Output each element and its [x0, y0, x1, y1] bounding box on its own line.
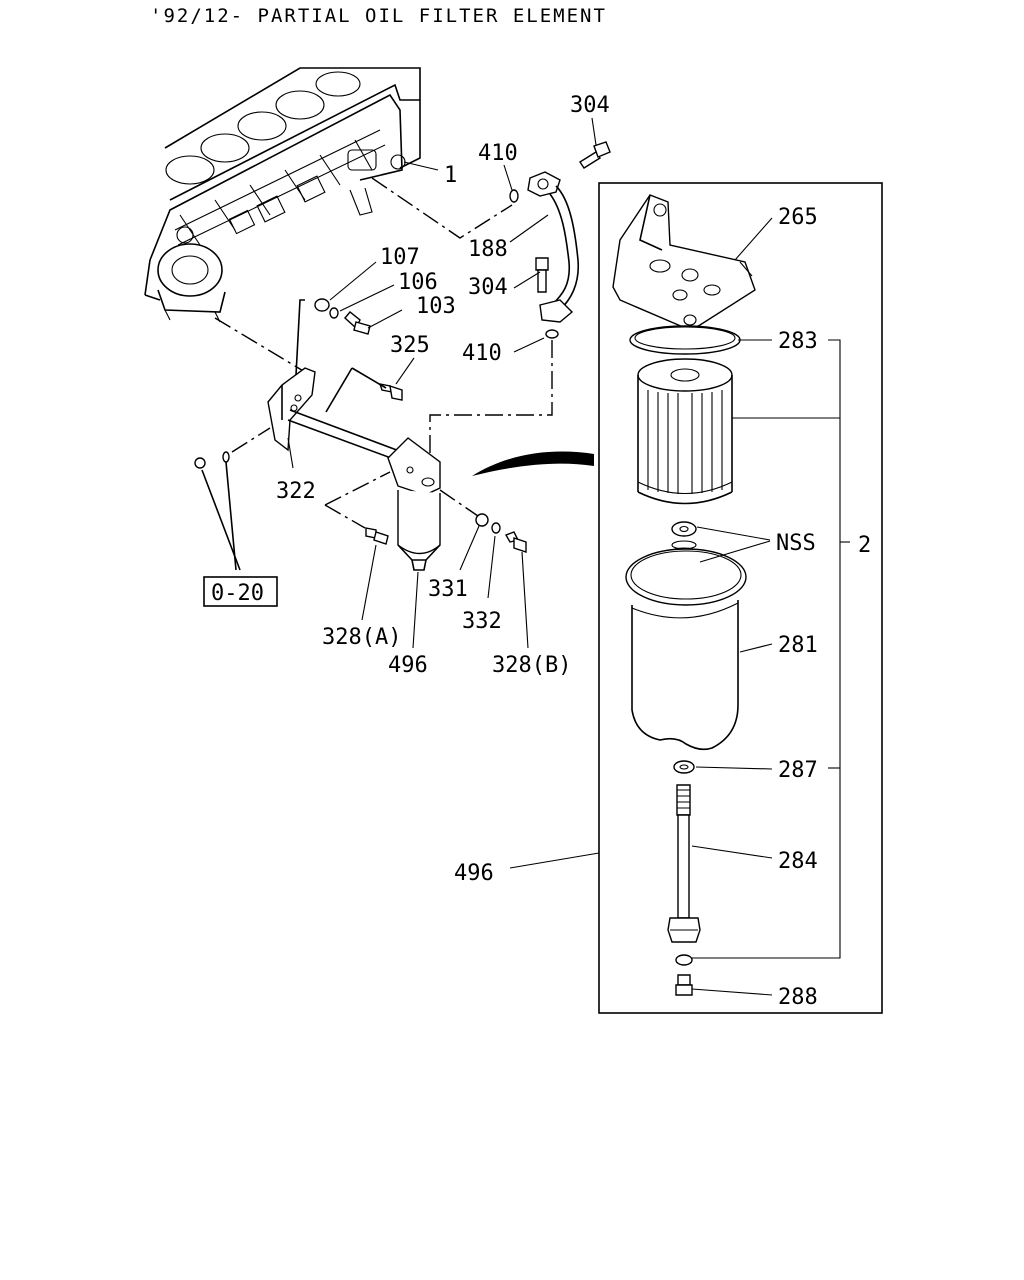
- bolt-328a: [365, 527, 389, 545]
- bolt-325: [378, 383, 403, 401]
- callout-188: 188: [468, 237, 508, 262]
- callout-410-top: 410: [478, 141, 518, 166]
- engine-link-line: [214, 317, 306, 373]
- washer-left: [222, 451, 230, 463]
- callout-103: 103: [416, 294, 456, 319]
- callout-281: 281: [778, 633, 818, 658]
- washer-106: [329, 307, 339, 319]
- callout-288: 288: [778, 985, 818, 1010]
- bolt-304-mid: [535, 257, 549, 293]
- callout-496-box: 496: [454, 861, 494, 886]
- washer-332: [491, 522, 501, 534]
- callout-nss: NSS: [776, 531, 816, 556]
- callout-328a: 328(A): [322, 625, 401, 650]
- bolt-103: [344, 311, 371, 335]
- callout-1: 1: [444, 163, 457, 188]
- leader-lines: [287, 117, 850, 996]
- detail-box: [598, 182, 883, 1014]
- washer-288: [675, 954, 693, 966]
- center-bolt-284: [667, 784, 701, 943]
- callout-2: 2: [858, 533, 871, 558]
- bolt-304-top: [579, 141, 611, 169]
- engine-link-line-2: [371, 177, 513, 239]
- o-ring-410-mid: [545, 329, 559, 339]
- washer-107: [314, 298, 330, 312]
- nut-left: [194, 457, 206, 469]
- callout-496-left: 496: [388, 653, 428, 678]
- diagram-title: '92/12- PARTIAL OIL FILTER ELEMENT: [150, 5, 607, 27]
- callout-265: 265: [778, 205, 818, 230]
- callout-304-top: 304: [570, 93, 610, 118]
- bracket-dim-line: [325, 367, 353, 413]
- callout-287: 287: [778, 758, 818, 783]
- assembly-link-line: [324, 471, 391, 506]
- callout-labels: 304 410 1 188 304 107 106 103 325 410 32…: [276, 93, 871, 1010]
- washer-331: [475, 513, 489, 527]
- gasket-287: [673, 760, 695, 774]
- callout-410-mid: 410: [462, 341, 502, 366]
- filter-element: [637, 358, 733, 505]
- callout-322: 322: [276, 479, 316, 504]
- bolt-328b: [504, 531, 527, 553]
- callout-332: 332: [462, 609, 502, 634]
- ref-leader-b: [225, 461, 237, 571]
- filter-head-265: [612, 194, 756, 331]
- enlarge-arrow: [472, 451, 594, 476]
- nss-washer: [671, 521, 697, 537]
- callout-107: 107: [380, 245, 420, 270]
- reference-box-label: 0-20: [211, 581, 264, 606]
- filter-assembly-small: [387, 437, 441, 571]
- bracket-drawing: [267, 299, 411, 466]
- callout-284: 284: [778, 849, 818, 874]
- reference-box[interactable]: 0-20: [203, 576, 278, 607]
- callout-331: 331: [428, 577, 468, 602]
- engine-block-drawing: [144, 67, 421, 323]
- oil-pipe-drawing: [527, 171, 580, 323]
- callout-106: 106: [398, 270, 438, 295]
- o-ring-410-top: [509, 189, 519, 203]
- callout-283: 283: [778, 329, 818, 354]
- o-ring-283: [629, 325, 741, 355]
- callout-325: 325: [390, 333, 430, 358]
- callout-304-mid: 304: [468, 275, 508, 300]
- bolt-288: [675, 974, 693, 996]
- callout-328b: 328(B): [492, 653, 571, 678]
- filter-case-281: [625, 548, 747, 751]
- pipe-link-line: [429, 340, 553, 470]
